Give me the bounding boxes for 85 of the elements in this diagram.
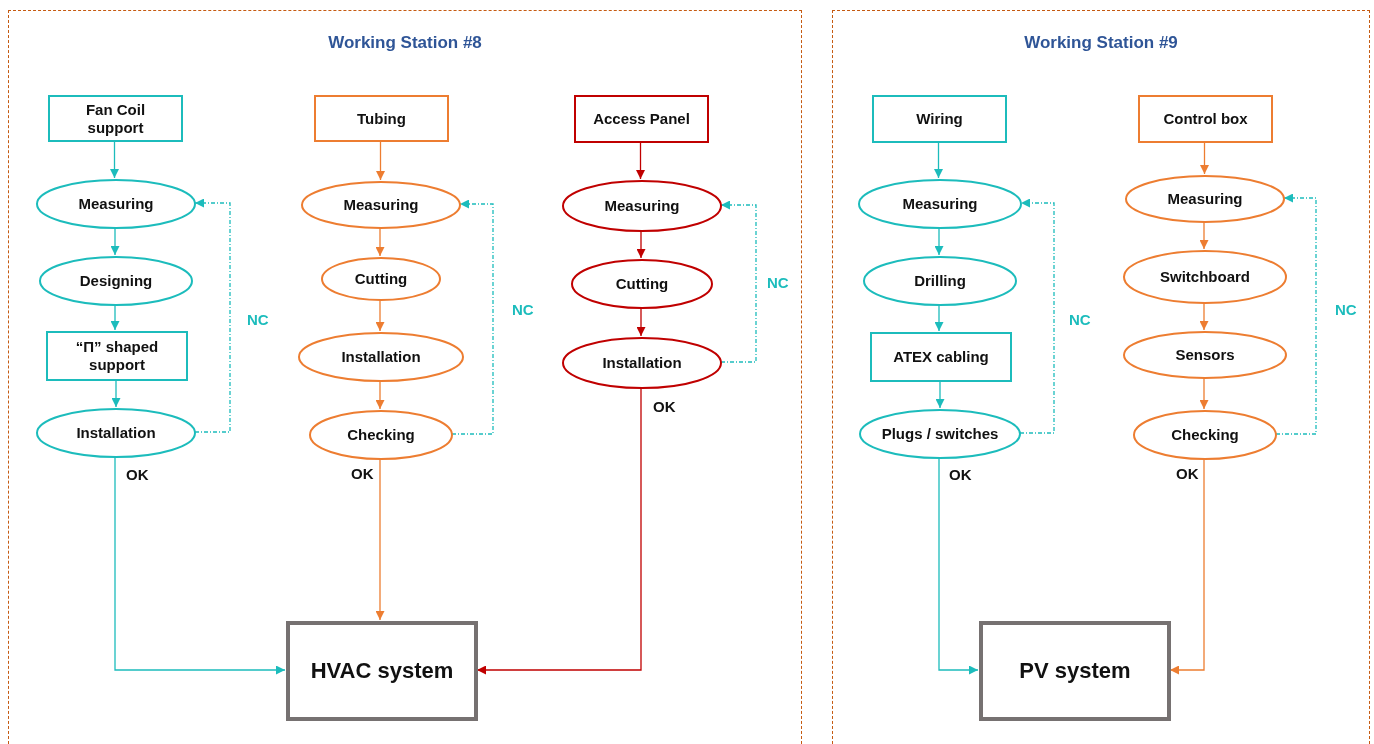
process-ellipse bbox=[301, 181, 461, 229]
process-ellipse bbox=[863, 256, 1017, 306]
connector-arrow bbox=[1199, 221, 1209, 250]
process-ellipse bbox=[39, 256, 193, 306]
connector-arrow bbox=[1275, 193, 1317, 435]
connector-arrow bbox=[114, 456, 286, 675]
connector-arrow bbox=[194, 198, 231, 433]
process-box bbox=[46, 331, 188, 381]
connector-arrow bbox=[636, 141, 645, 180]
connector-arrow bbox=[451, 199, 494, 435]
connector-arrow bbox=[111, 379, 121, 408]
connector-arrow bbox=[1019, 198, 1055, 434]
step-label: ATEX cabling bbox=[893, 348, 989, 366]
process-ellipse bbox=[309, 410, 453, 460]
connector-arrow bbox=[1200, 141, 1209, 175]
step-label: Control box bbox=[1163, 110, 1248, 128]
connector-arrow bbox=[636, 307, 646, 337]
process-box bbox=[48, 95, 183, 142]
process-box bbox=[574, 95, 709, 143]
process-ellipse bbox=[321, 257, 441, 301]
process-ellipse bbox=[298, 332, 464, 382]
step-label: Fan Coil support bbox=[84, 100, 147, 137]
step-label: Designing bbox=[79, 272, 153, 290]
step-label: Measuring bbox=[604, 197, 680, 215]
process-ellipse bbox=[859, 409, 1021, 459]
step-label: “Π” shaped support bbox=[74, 338, 160, 374]
process-box bbox=[314, 95, 449, 142]
step-label: Installation bbox=[602, 354, 682, 372]
connector-arrow bbox=[636, 230, 646, 259]
process-ellipse bbox=[36, 408, 196, 458]
step-label: Access Panel bbox=[593, 110, 690, 128]
step-label: Installation bbox=[76, 424, 156, 442]
connector-arrow bbox=[375, 299, 385, 332]
step-label: Measuring bbox=[1167, 190, 1243, 208]
step-label: Plugs / switches bbox=[881, 425, 999, 443]
step-label: Cutting bbox=[615, 275, 669, 293]
station-title: Working Station #8 bbox=[327, 33, 483, 53]
process-ellipse bbox=[1123, 250, 1287, 304]
connector-arrow bbox=[376, 140, 385, 181]
connector-arrow bbox=[935, 380, 945, 409]
connector-arrow bbox=[934, 304, 944, 332]
station-frame bbox=[8, 10, 802, 744]
system-box bbox=[979, 621, 1171, 721]
process-box bbox=[870, 332, 1012, 382]
station-title: Working Station #9 bbox=[1023, 33, 1179, 53]
connector-arrow bbox=[375, 380, 385, 410]
process-ellipse bbox=[562, 337, 722, 389]
system-label: PV system bbox=[1019, 657, 1131, 685]
connector-arrow bbox=[934, 227, 944, 256]
connector-arrow bbox=[476, 387, 642, 675]
step-label: Tubing bbox=[357, 109, 406, 128]
step-label: Measuring bbox=[902, 195, 978, 213]
station-frame bbox=[832, 10, 1370, 744]
step-label: Checking bbox=[1171, 426, 1239, 444]
step-label: Measuring bbox=[78, 195, 154, 213]
connector-arrow bbox=[938, 457, 979, 675]
system-label: HVAC system bbox=[310, 657, 454, 685]
system-box bbox=[286, 621, 478, 721]
process-ellipse bbox=[36, 179, 196, 229]
step-label: Installation bbox=[341, 348, 421, 366]
connector-arrow bbox=[1199, 377, 1209, 410]
connector-arrow bbox=[110, 140, 119, 179]
connector-arrow bbox=[934, 141, 943, 179]
process-box bbox=[872, 95, 1007, 143]
step-label: Wiring bbox=[916, 110, 963, 128]
process-ellipse bbox=[858, 179, 1022, 229]
process-ellipse bbox=[571, 259, 713, 309]
process-ellipse bbox=[562, 180, 722, 232]
process-ellipse bbox=[1125, 175, 1285, 223]
connector-arrow bbox=[110, 304, 120, 331]
step-label: Measuring bbox=[343, 196, 419, 214]
process-ellipse bbox=[1123, 331, 1287, 379]
step-label: Switchboard bbox=[1160, 268, 1250, 286]
connector-arrow bbox=[1169, 458, 1205, 675]
connector-arrow bbox=[720, 200, 757, 363]
step-label: Sensors bbox=[1175, 346, 1235, 364]
process-box bbox=[1138, 95, 1273, 143]
connector-arrow bbox=[110, 227, 120, 256]
process-ellipse bbox=[1133, 410, 1277, 460]
step-label: Cutting bbox=[354, 270, 408, 288]
connector-arrow bbox=[375, 227, 385, 257]
connector-arrow bbox=[375, 458, 385, 621]
step-label: Checking bbox=[347, 426, 415, 444]
connector-arrow bbox=[1199, 302, 1209, 331]
step-label: Drilling bbox=[914, 272, 966, 290]
